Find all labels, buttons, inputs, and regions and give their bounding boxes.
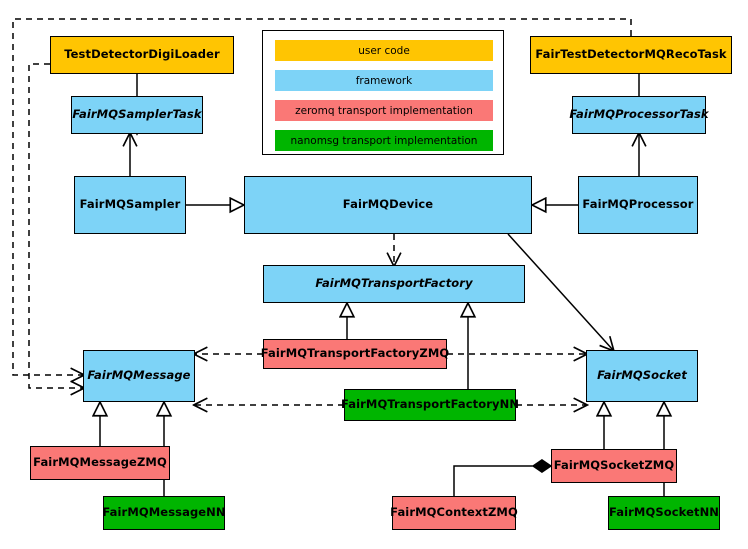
node-fair-mq-socket-nn[interactable]: FairMQSocketNN — [608, 496, 720, 530]
node-label: FairMQMessage — [87, 368, 191, 383]
node-label: FairTestDetectorMQRecoTask — [535, 47, 727, 62]
node-label: FairMQSampler — [79, 197, 181, 212]
node-label: FairMQSamplerTask — [72, 107, 202, 122]
edge-contextzmq-to-socketzmq — [453, 466, 551, 496]
node-label: FairMQTransportFactoryNN — [340, 397, 520, 412]
node-fair-mq-sampler-task[interactable]: FairMQSamplerTask — [71, 96, 203, 134]
legend: user code framework zeromq transport imp… — [262, 30, 504, 155]
legend-item-user-code: user code — [275, 40, 493, 61]
node-label: FairMQTransportFactoryZMQ — [260, 346, 450, 361]
node-fair-mq-context-zmq[interactable]: FairMQContextZMQ — [390, 496, 518, 530]
legend-item-zeromq: zeromq transport implementation — [275, 100, 493, 121]
node-label: FairMQProcessorTask — [569, 107, 709, 122]
node-fair-mq-message[interactable]: FairMQMessage — [83, 350, 195, 402]
node-fair-mq-device[interactable]: FairMQDevice — [244, 176, 532, 234]
node-fair-mq-socket-zmq[interactable]: FairMQSocketZMQ — [551, 449, 677, 483]
legend-item-label: user code — [358, 44, 410, 57]
node-label: FairMQSocketZMQ — [553, 458, 675, 473]
node-label: FairMQProcessor — [582, 197, 694, 212]
node-fair-mq-transport-factory[interactable]: FairMQTransportFactory — [263, 265, 525, 303]
node-fair-mq-message-zmq[interactable]: FairMQMessageZMQ — [30, 446, 170, 480]
node-label: TestDetectorDigiLoader — [64, 47, 220, 62]
node-fair-mq-processor-task[interactable]: FairMQProcessorTask — [569, 96, 709, 134]
node-test-detector-digi-loader[interactable]: TestDetectorDigiLoader — [50, 36, 234, 74]
legend-item-nanomsg: nanomsg transport implementation — [275, 130, 493, 151]
node-label: FairMQContextZMQ — [390, 505, 518, 520]
node-fair-mq-sampler[interactable]: FairMQSampler — [74, 176, 186, 234]
node-label: FairMQDevice — [342, 197, 434, 212]
legend-item-label: nanomsg transport implementation — [290, 134, 478, 147]
node-fair-test-detector-mq-reco-task[interactable]: FairTestDetectorMQRecoTask — [530, 36, 732, 74]
node-fair-mq-processor[interactable]: FairMQProcessor — [578, 176, 698, 234]
node-fair-mq-socket[interactable]: FairMQSocket — [586, 350, 698, 402]
node-fair-mq-transport-factory-zmq[interactable]: FairMQTransportFactoryZMQ — [260, 339, 450, 369]
node-label: FairMQSocketNN — [608, 505, 720, 520]
node-label: FairMQMessageZMQ — [33, 455, 167, 470]
legend-item-label: zeromq transport implementation — [295, 104, 473, 117]
node-label: FairMQMessageNN — [102, 505, 226, 520]
legend-item-framework: framework — [275, 70, 493, 91]
node-label: FairMQSocket — [597, 368, 687, 383]
node-fair-mq-message-nn[interactable]: FairMQMessageNN — [102, 496, 226, 530]
node-fair-mq-transport-factory-nn[interactable]: FairMQTransportFactoryNN — [340, 389, 520, 421]
node-label: FairMQTransportFactory — [315, 276, 473, 291]
legend-item-label: framework — [355, 74, 413, 87]
